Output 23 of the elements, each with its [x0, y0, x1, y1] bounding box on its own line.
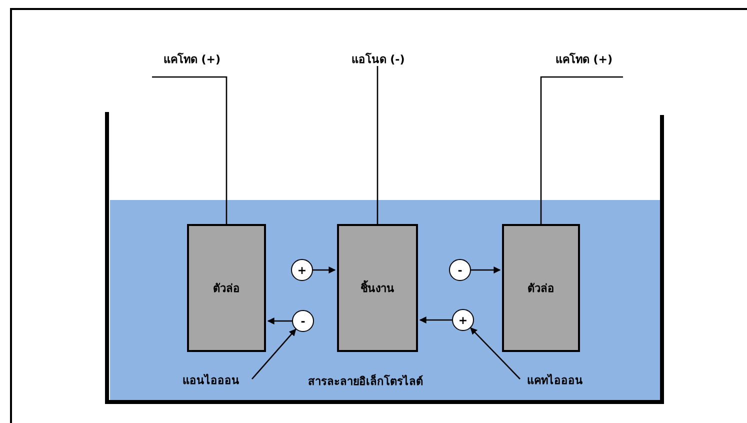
arrow	[267, 318, 292, 324]
electrode-label: แคโทด (+)	[152, 50, 232, 77]
ion-circle: -	[292, 310, 314, 332]
wire	[152, 76, 228, 224]
ion-circle: +	[452, 309, 474, 331]
ion-label: แอนไอออน	[170, 371, 252, 387]
arrow	[252, 328, 296, 380]
electrode-plate: ชิ้นงาน	[337, 224, 418, 352]
arrow	[313, 266, 336, 274]
arrow	[419, 316, 452, 324]
electrode-label: แอโนด (-)	[338, 50, 418, 66]
electrolyte-solution	[110, 200, 660, 400]
electrode-plate: ตัวล่อ	[187, 224, 266, 352]
ion-label: แคทไอออน	[520, 371, 590, 387]
solution-label: สารละลายอิเล็กโตรไลต์	[308, 373, 423, 390]
wire	[376, 66, 378, 224]
arrow	[471, 266, 501, 274]
electrode-label: แคโทด (+)	[545, 50, 623, 77]
arrow	[470, 327, 520, 380]
wire	[540, 76, 623, 224]
ion-circle: +	[291, 259, 313, 281]
electrode-plate: ตัวล่อ	[502, 224, 580, 352]
ion-circle: -	[449, 259, 471, 281]
